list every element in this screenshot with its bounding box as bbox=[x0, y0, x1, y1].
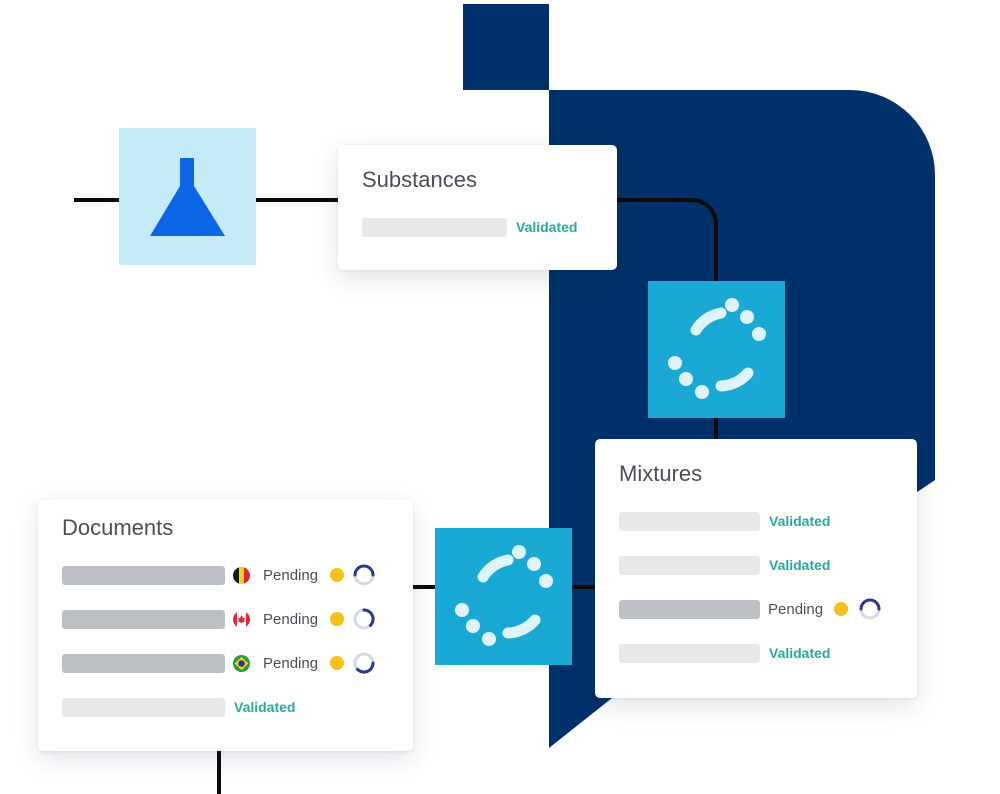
list-item: Validated bbox=[619, 555, 830, 575]
list-item: Pending bbox=[62, 607, 376, 631]
spinner-icon bbox=[352, 651, 376, 675]
status-validated: Validated bbox=[234, 699, 296, 715]
list-item: Validated bbox=[62, 697, 295, 717]
substances-title: Substances bbox=[362, 167, 477, 192]
list-item: Pending bbox=[619, 597, 882, 621]
mixtures-title: Mixtures bbox=[619, 461, 703, 486]
canada-flag-icon bbox=[233, 610, 250, 628]
list-item: Pending bbox=[62, 563, 376, 587]
loader-tile-mixtures bbox=[648, 281, 785, 418]
loading-dots-icon bbox=[455, 545, 553, 646]
placeholder-bar bbox=[62, 565, 225, 585]
flask-tile bbox=[119, 128, 256, 265]
belgium-flag-icon bbox=[233, 566, 250, 584]
documents-title: Documents bbox=[62, 515, 174, 540]
list-item: Validated bbox=[362, 217, 577, 237]
spinner-icon bbox=[352, 563, 376, 587]
documents-card: Documents Pending bbox=[38, 500, 413, 751]
loading-dots-icon bbox=[668, 298, 766, 399]
mixtures-card: Mixtures Validated Validated Pending Val… bbox=[595, 439, 917, 698]
list-item: Validated bbox=[619, 511, 830, 531]
placeholder-bar bbox=[619, 555, 760, 575]
brazil-flag-icon bbox=[233, 654, 250, 672]
placeholder-bar bbox=[62, 697, 225, 717]
status-pending: Pending bbox=[768, 600, 824, 618]
pending-dot-icon bbox=[330, 568, 345, 582]
placeholder-bar bbox=[619, 643, 760, 663]
status-validated: Validated bbox=[516, 219, 578, 235]
status-pending: Pending bbox=[263, 566, 319, 584]
pending-dot-icon bbox=[330, 612, 345, 626]
placeholder-bar bbox=[619, 511, 760, 531]
flask-icon bbox=[150, 158, 225, 236]
placeholder-bar bbox=[62, 609, 225, 629]
list-item: Pending bbox=[62, 651, 376, 675]
status-pending: Pending bbox=[263, 610, 319, 628]
spinner-icon bbox=[858, 597, 882, 621]
substances-card: Substances Validated bbox=[338, 145, 617, 270]
pending-dot-icon bbox=[834, 602, 849, 616]
loader-tile-documents bbox=[435, 528, 572, 665]
status-pending: Pending bbox=[263, 654, 319, 672]
list-item: Validated bbox=[619, 643, 830, 663]
pending-dot-icon bbox=[330, 656, 345, 670]
status-validated: Validated bbox=[769, 645, 831, 661]
placeholder-bar bbox=[362, 217, 507, 237]
placeholder-bar bbox=[619, 599, 760, 619]
placeholder-bar bbox=[62, 653, 225, 673]
spinner-icon bbox=[352, 607, 376, 631]
status-validated: Validated bbox=[769, 557, 831, 573]
status-validated: Validated bbox=[769, 513, 831, 529]
